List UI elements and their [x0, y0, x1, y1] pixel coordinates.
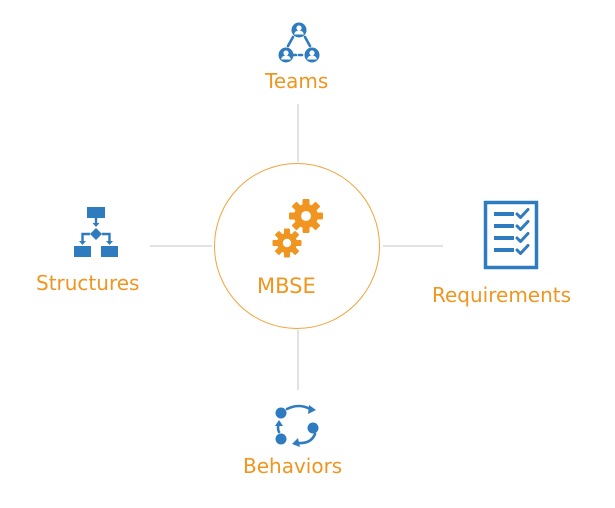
cycle-arrows-icon [275, 404, 319, 447]
gears-icon [272, 199, 323, 258]
structures-label: Structures [36, 271, 140, 295]
requirements-label: Requirements [432, 283, 572, 307]
hub-label: MBSE [257, 274, 316, 298]
connector-teams [297, 104, 299, 162]
connector-structures [150, 245, 212, 247]
flowchart-icon [74, 207, 118, 257]
connector-requirements [383, 245, 443, 247]
checklist-icon [483, 200, 539, 270]
teams-label: Teams [265, 69, 329, 93]
behaviors-label: Behaviors [243, 454, 343, 478]
team-network-icon [278, 22, 320, 63]
connector-behaviors [297, 330, 299, 390]
